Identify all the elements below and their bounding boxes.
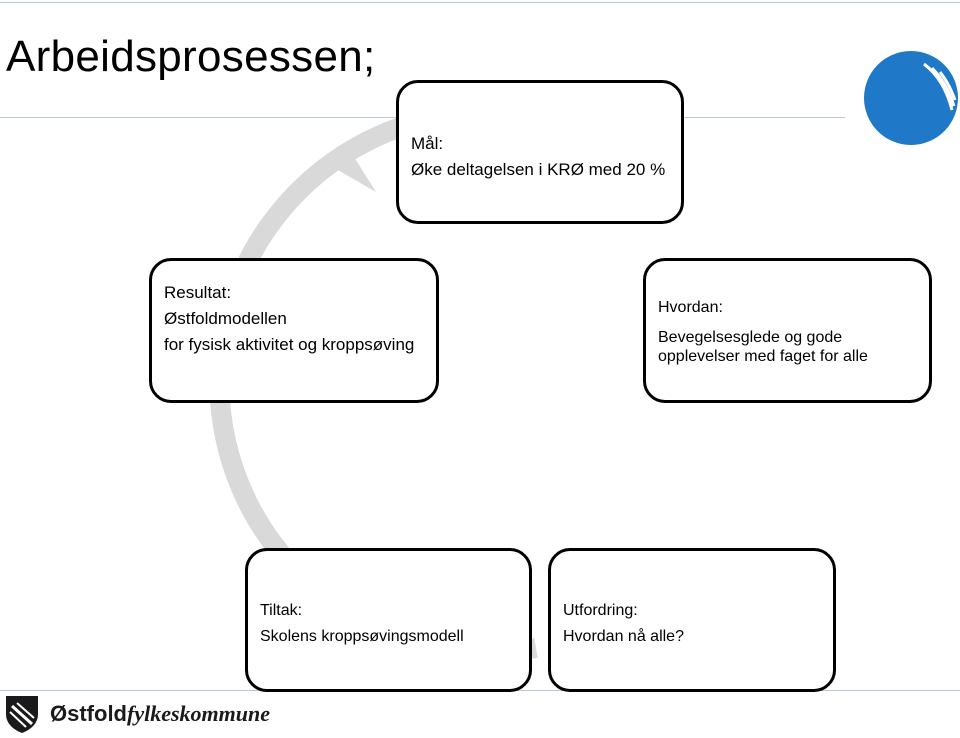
measures-text: Skolens kroppsøvingsmodell xyxy=(260,628,464,645)
result-text-line-2: for fysisk aktivitet og kroppsøving xyxy=(164,335,415,354)
how-text-line-1: Bevegelsesglede og gode xyxy=(658,329,843,346)
challenge-heading: Utfordring: xyxy=(563,602,638,619)
result-box: Resultat: Østfoldmodellen for fysisk akt… xyxy=(149,258,439,403)
goal-box: Mål: Øke deltagelsen i KRØ med 20 % xyxy=(396,80,684,224)
challenge-text: Hvordan nå alle? xyxy=(563,628,684,645)
how-heading: Hvordan: xyxy=(658,299,723,316)
measures-heading: Tiltak: xyxy=(260,602,303,619)
footer-wordmark-bold: Østfold xyxy=(50,701,127,726)
how-box: Hvordan: Bevegelsesglede og gode oppleve… xyxy=(643,258,932,403)
slide-title: Arbeidsprosessen; xyxy=(6,32,376,81)
top-rule xyxy=(0,2,960,3)
challenge-box: Utfordring: Hvordan nå alle? xyxy=(548,548,836,692)
footer-logo: Østfoldfylkeskommune xyxy=(4,694,270,734)
how-text-line-2: opplevelser med faget for alle xyxy=(658,348,868,365)
footer-wordmark-italic: fylkeskommune xyxy=(127,701,270,726)
coat-of-arms-shield-icon xyxy=(6,696,38,733)
measures-box: Tiltak: Skolens kroppsøvingsmodell xyxy=(245,548,532,692)
goal-heading: Mål: xyxy=(411,134,444,153)
footer-wordmark: Østfoldfylkeskommune xyxy=(50,701,270,727)
result-text-line-1: Østfoldmodellen xyxy=(164,309,287,328)
goal-text: Øke deltagelsen i KRØ med 20 % xyxy=(411,160,666,179)
blue-circle-logo-icon xyxy=(864,51,958,145)
result-heading: Resultat: xyxy=(164,283,232,302)
